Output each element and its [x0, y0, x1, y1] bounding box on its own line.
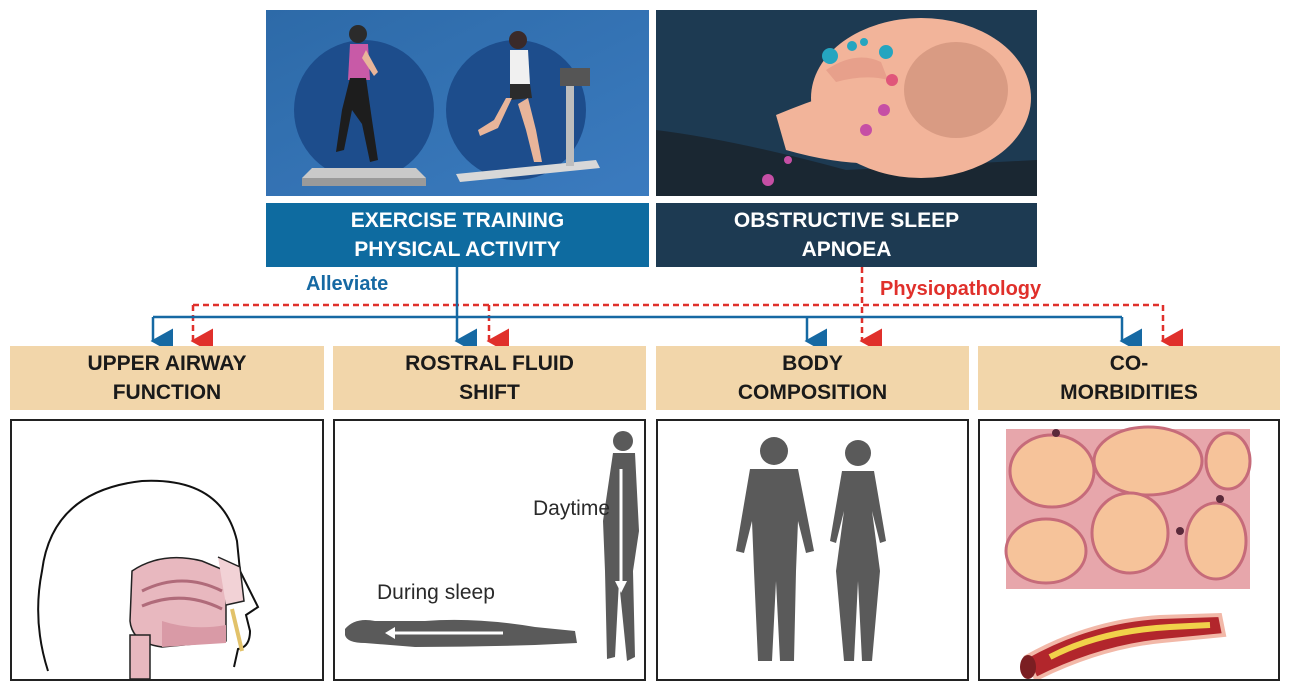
body-composition-panel [656, 419, 969, 681]
adipocytes-artery-icon [980, 421, 1278, 681]
osa-banner-line1: OBSTRUCTIVE SLEEP [734, 206, 959, 235]
exercise-banner-line2: PHYSICAL ACTIVITY [351, 235, 565, 264]
category-upper-airway: UPPER AIRWAY FUNCTION [10, 346, 324, 410]
physiopathology-label: Physiopathology [880, 278, 1041, 301]
body-silhouettes-icon [658, 421, 967, 681]
category-comorbidities: CO- MORBIDITIES [978, 346, 1280, 410]
category-rostral-fluid: ROSTRAL FLUID SHIFT [333, 346, 646, 410]
head-airway-icon [12, 421, 322, 681]
category-rostral-fluid-line2: SHIFT [405, 378, 574, 407]
connector-arrows [0, 265, 1290, 350]
during-sleep-label: During sleep [377, 581, 495, 605]
rostral-fluid-panel: Daytime During sleep [333, 419, 646, 681]
fluid-shift-icon [335, 421, 644, 681]
sleep-apnoea-illustration [656, 10, 1037, 196]
category-body-composition: BODY COMPOSITION [656, 346, 969, 410]
category-upper-airway-line1: UPPER AIRWAY [87, 349, 246, 378]
category-body-composition-line1: BODY [738, 349, 887, 378]
category-upper-airway-line2: FUNCTION [87, 378, 246, 407]
exercise-banner-line1: EXERCISE TRAINING [351, 206, 565, 235]
osa-banner-line2: APNOEA [734, 235, 959, 264]
alleviate-label: Alleviate [306, 273, 388, 296]
category-comorbidities-line1: CO- [1060, 349, 1198, 378]
exercise-training-banner: EXERCISE TRAINING PHYSICAL ACTIVITY [266, 203, 649, 267]
daytime-label: Daytime [533, 497, 610, 521]
sleep-apnoea-banner: OBSTRUCTIVE SLEEP APNOEA [656, 203, 1037, 267]
category-comorbidities-line2: MORBIDITIES [1060, 378, 1198, 407]
exercise-illustration [266, 10, 649, 196]
category-body-composition-line2: COMPOSITION [738, 378, 887, 407]
category-rostral-fluid-line1: ROSTRAL FLUID [405, 349, 574, 378]
upper-airway-panel [10, 419, 324, 681]
comorbidities-panel [978, 419, 1280, 681]
